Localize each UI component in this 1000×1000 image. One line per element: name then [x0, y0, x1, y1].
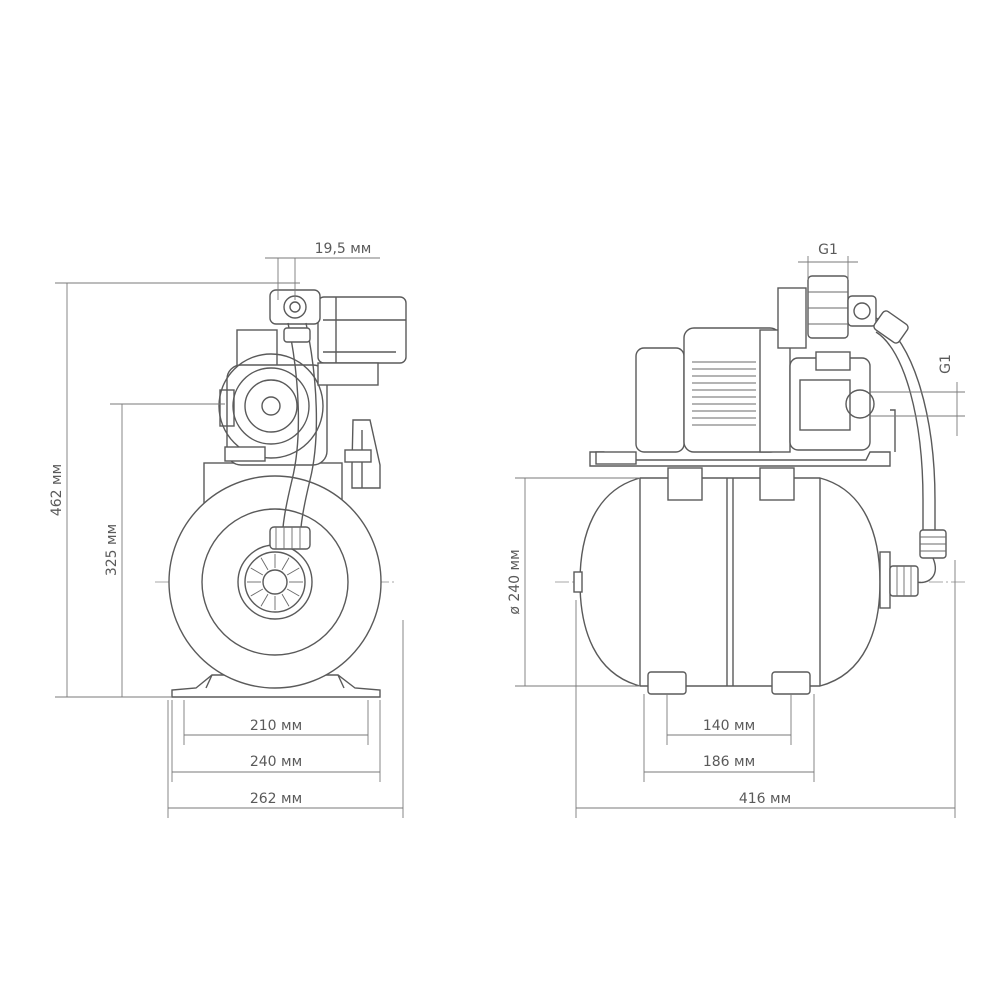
dim-axis-height: 325 мм: [104, 524, 120, 576]
dim-width-feet: 210 мм: [250, 718, 302, 734]
front-bracket: [344, 419, 381, 489]
side-dimensions: G1 G1 ø 240 мм 140 мм 186 мм 4: [507, 242, 965, 818]
front-view: 462 мм 325 мм 19,5 мм 210 мм 240 мм 262 …: [49, 241, 407, 818]
dim-width-base: 240 мм: [250, 754, 302, 770]
side-view: G1 G1 ø 240 мм 140 мм 186 мм 4: [507, 242, 965, 818]
dim-width-total: 262 мм: [250, 791, 302, 807]
side-mount-plate: [589, 451, 891, 467]
front-dimensions: 462 мм 325 мм 19,5 мм 210 мм 240 мм 262 …: [49, 241, 404, 818]
dim-offset-top: 19,5 мм: [315, 241, 372, 257]
dim-feet-spacing: 140 мм: [703, 718, 755, 734]
side-inlet: [879, 409, 919, 609]
front-pump: [218, 329, 328, 466]
front-pressure-switch: [317, 296, 407, 386]
side-motor: [635, 327, 791, 453]
front-tank: [168, 475, 382, 689]
dim-tank-diameter: ø 240 мм: [507, 549, 523, 614]
side-outlet-fitting: [807, 275, 877, 339]
dim-length-total: 416 мм: [739, 791, 791, 807]
dim-outlet-thread: G1: [818, 242, 838, 258]
dim-feet-outer: 186 мм: [703, 754, 755, 770]
front-top-fitting: [269, 289, 321, 325]
side-hose: [873, 310, 947, 584]
side-pump-head: [777, 287, 875, 451]
dim-height-total: 462 мм: [49, 464, 65, 516]
side-tank: [573, 467, 881, 695]
dim-inlet-thread: G1: [938, 354, 954, 374]
front-base-plate: [171, 674, 381, 698]
front-hose: [269, 322, 318, 550]
